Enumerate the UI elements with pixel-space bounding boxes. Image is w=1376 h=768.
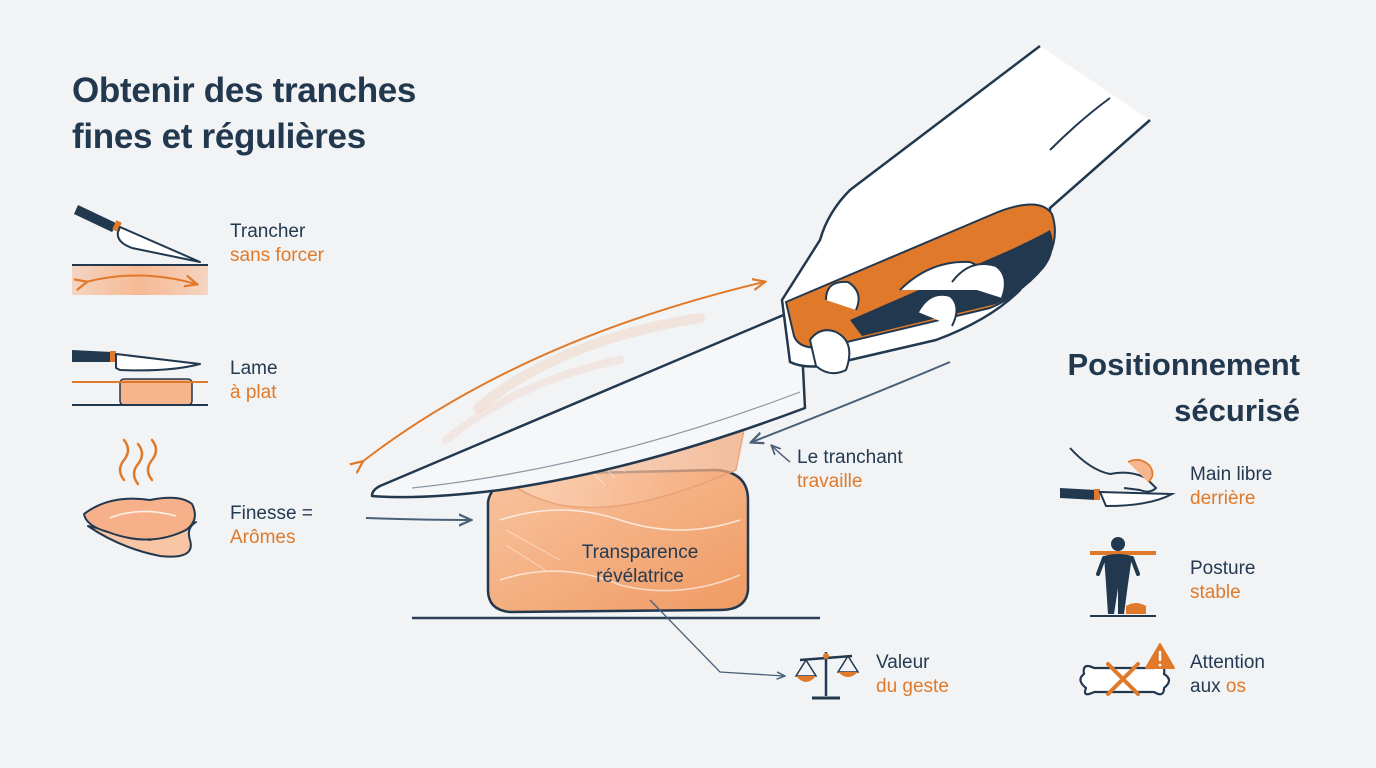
value-label: Valeur du geste bbox=[876, 651, 949, 699]
safety-line-2: stable bbox=[1190, 582, 1241, 603]
tip-line-2: sans forcer bbox=[230, 245, 324, 266]
value-callout-pointer bbox=[649, 599, 784, 676]
safety-line-2-a: aux bbox=[1190, 676, 1226, 697]
edge-label: Le tranchant travaille bbox=[797, 446, 903, 494]
safety-title: Positionnement sécurisé bbox=[1067, 342, 1300, 434]
tip-lame: Lame à plat bbox=[230, 357, 278, 405]
aromatic-slice-icon bbox=[83, 438, 197, 558]
edge-callout-pointer bbox=[772, 446, 791, 463]
tip-line-2: à plat bbox=[230, 382, 277, 403]
safety-title-line-1: Positionnement bbox=[1067, 347, 1300, 382]
safety-line-1: Main libre bbox=[1190, 464, 1273, 485]
tip-line-1: Finesse = bbox=[230, 503, 313, 524]
scales-icon bbox=[794, 652, 860, 700]
tip-line-1: Trancher bbox=[230, 221, 306, 242]
value-label-line-1: Valeur bbox=[876, 652, 930, 673]
safety-line-2: aux os bbox=[1190, 675, 1265, 699]
free-hand-icon bbox=[1060, 447, 1176, 508]
tip-trancher: Trancher sans forcer bbox=[230, 220, 324, 268]
title-line-2: fines et régulières bbox=[72, 117, 366, 156]
value-label-line-2: du geste bbox=[876, 676, 949, 697]
flat-blade-icon bbox=[72, 350, 208, 406]
bone-warning-icon bbox=[1079, 643, 1175, 696]
stroke-direction-arrow bbox=[362, 282, 764, 462]
edge-label-line-2: travaille bbox=[797, 471, 863, 492]
safety-free-hand: Main libre derrière bbox=[1190, 463, 1272, 511]
page-title: Obtenir des tranches fines et régulières bbox=[72, 68, 416, 160]
knife-slicing-icon bbox=[72, 205, 208, 295]
safety-title-line-2: sécurisé bbox=[1174, 393, 1300, 428]
blade-edge-arrow bbox=[752, 361, 951, 442]
safety-line-1: Posture bbox=[1190, 558, 1256, 579]
meat-label: Transparence révélatrice bbox=[530, 541, 750, 589]
safety-line-1: Attention bbox=[1190, 652, 1265, 673]
tip-line-1: Lame bbox=[230, 358, 278, 379]
title-line-1: Obtenir des tranches bbox=[72, 71, 417, 110]
safety-posture: Posture stable bbox=[1190, 557, 1255, 605]
tip-finesse: Finesse = Arômes bbox=[230, 502, 313, 550]
meat-label-line-2: révélatrice bbox=[596, 566, 684, 587]
tip-line-2: Arômes bbox=[230, 527, 296, 548]
edge-label-line-1: Le tranchant bbox=[797, 447, 903, 468]
push-arrow bbox=[365, 518, 470, 520]
safety-line-2-b: os bbox=[1225, 676, 1246, 697]
hand-holding-knife bbox=[780, 45, 1151, 375]
meat-label-line-1: Transparence bbox=[581, 542, 699, 563]
safety-line-2: derrière bbox=[1190, 488, 1256, 509]
posture-icon bbox=[1090, 537, 1156, 617]
safety-bones: Attention aux os bbox=[1190, 651, 1265, 699]
